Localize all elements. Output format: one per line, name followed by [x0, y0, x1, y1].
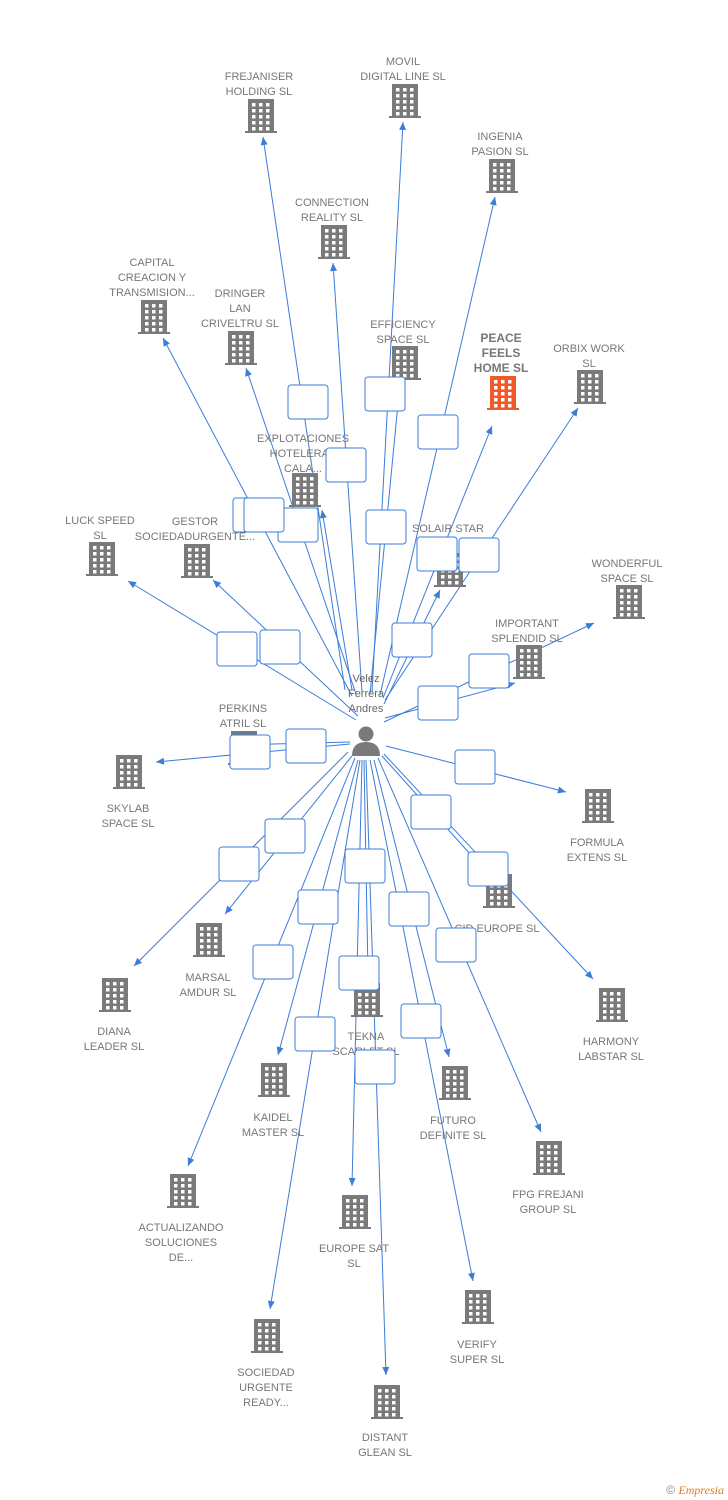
building-icon-movil[interactable] [389, 84, 421, 118]
building-icon-futuro[interactable] [439, 1066, 471, 1100]
role-badge-fpg[interactable] [435, 927, 477, 963]
building-icon-peace[interactable] [487, 376, 519, 410]
brand-logo[interactable]: Empresia [678, 1483, 724, 1497]
role-badge-distant[interactable] [354, 1049, 396, 1085]
building-icon-skylab[interactable] [113, 755, 145, 789]
company-label-solair[interactable]: SOLAIR STAR [412, 523, 484, 535]
role-badge-orbix[interactable] [458, 537, 500, 573]
building-icon-verify[interactable] [462, 1290, 494, 1324]
building-icon-europesat[interactable] [339, 1195, 371, 1229]
role-badge-europesat[interactable] [338, 955, 380, 991]
building-icon-orbix[interactable] [574, 370, 606, 404]
role-badge-efficiency[interactable] [365, 509, 407, 545]
building-icon-harmony[interactable] [596, 988, 628, 1022]
building-icon-capital[interactable] [138, 300, 170, 334]
building-icon-efficiency[interactable] [389, 346, 421, 380]
role-badge-diana[interactable] [218, 846, 260, 882]
role-badge-movil[interactable] [364, 376, 406, 412]
role-badge-explotaciones[interactable] [243, 497, 285, 533]
role-badge-marsal[interactable] [264, 818, 306, 854]
building-icon-dringer[interactable] [225, 331, 257, 365]
role-badge-peace[interactable] [416, 536, 458, 572]
role-badge-ingenia[interactable] [417, 414, 459, 450]
role-badge-formula[interactable] [454, 749, 496, 785]
building-icon-sociedad[interactable] [251, 1319, 283, 1353]
building-icon-distant[interactable] [371, 1385, 403, 1419]
role-badge-verify[interactable] [400, 1003, 442, 1039]
edge-explotaciones [319, 509, 353, 691]
role-badge-connection[interactable] [325, 447, 367, 483]
role-badge-solair[interactable] [391, 622, 433, 658]
building-icon-diana[interactable] [99, 978, 131, 1012]
building-icon-marsal[interactable] [193, 923, 225, 957]
role-badge-frejaniser[interactable] [287, 384, 329, 420]
building-icon-wonderful[interactable] [613, 585, 645, 619]
role-badge-sociedad[interactable] [294, 1016, 336, 1052]
roles-layer [216, 376, 510, 1085]
building-icon-formula[interactable] [582, 789, 614, 823]
role-badge-harmony[interactable] [467, 851, 509, 887]
role-badge-futuro[interactable] [388, 891, 430, 927]
building-icon-explotaciones[interactable] [289, 473, 321, 507]
building-icon-actualizando[interactable] [167, 1174, 199, 1208]
role-badge-gestor[interactable] [259, 629, 301, 665]
role-badge-luck[interactable] [216, 631, 258, 667]
role-badge-cid[interactable] [410, 794, 452, 830]
role-badge-important[interactable] [417, 685, 459, 721]
role-badge-perkins[interactable] [285, 728, 327, 764]
building-icon-ingenia[interactable] [486, 159, 518, 193]
building-icon-important[interactable] [513, 645, 545, 679]
building-icon-frejaniser[interactable] [245, 99, 277, 133]
building-icon-gestor[interactable] [181, 544, 213, 578]
building-icon-luck[interactable] [86, 542, 118, 576]
person-icon[interactable] [352, 726, 380, 757]
role-badge-tekna[interactable] [344, 848, 386, 884]
footer-credit: © Empresia [666, 1483, 724, 1498]
building-icon-fpg[interactable] [533, 1141, 565, 1175]
building-icon-kaidel[interactable] [258, 1063, 290, 1097]
building-icon-connection[interactable] [318, 225, 350, 259]
role-badge-wonderful[interactable] [468, 653, 510, 689]
role-badge-skylab[interactable] [229, 734, 271, 770]
role-badge-actualizando[interactable] [252, 944, 294, 980]
role-badge-kaidel[interactable] [297, 889, 339, 925]
copyright-symbol: © [666, 1483, 676, 1497]
